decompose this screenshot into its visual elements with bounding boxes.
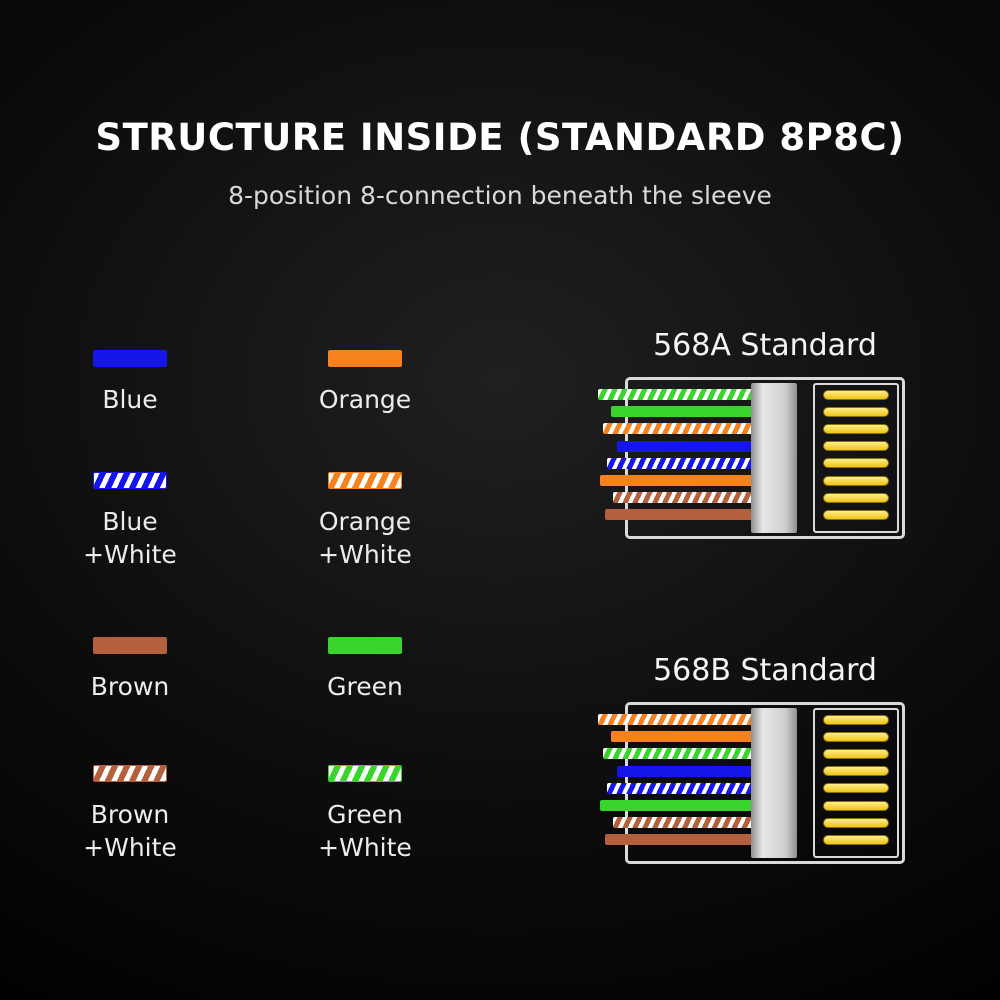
legend-swatch-brown-white bbox=[93, 765, 167, 782]
wire-brown-white bbox=[613, 817, 755, 829]
gold-pin bbox=[823, 492, 889, 503]
pin-area bbox=[813, 383, 899, 533]
legend-swatch-green-white bbox=[328, 765, 402, 782]
legend-swatch-green bbox=[328, 637, 402, 654]
legend-label: Orange+White bbox=[318, 507, 412, 569]
wire-green bbox=[611, 406, 755, 418]
gold-pin bbox=[823, 783, 889, 794]
gold-pin bbox=[823, 509, 889, 520]
gold-pin bbox=[823, 389, 889, 400]
wire-orange bbox=[600, 475, 755, 486]
wire-blue bbox=[617, 440, 755, 452]
legend-label: Blue+White bbox=[83, 507, 177, 569]
wire-blue-white bbox=[607, 457, 755, 469]
pin-area bbox=[813, 708, 899, 858]
wire-blue bbox=[617, 765, 755, 777]
legend-swatch-orange-white bbox=[328, 472, 402, 489]
gold-pin bbox=[823, 800, 889, 811]
gold-pin bbox=[823, 748, 889, 759]
legend-label: Blue bbox=[102, 385, 158, 414]
gold-pin bbox=[823, 731, 889, 742]
gold-pin bbox=[823, 458, 889, 469]
legend-item-brown: Brown bbox=[50, 637, 210, 703]
wire-brown bbox=[605, 509, 755, 521]
gold-pin bbox=[823, 475, 889, 486]
gold-pin bbox=[823, 714, 889, 725]
legend-swatch-blue bbox=[93, 350, 167, 367]
legend-item-green: Green bbox=[285, 637, 445, 703]
gold-pin bbox=[823, 423, 889, 434]
wire-blue-white bbox=[607, 782, 755, 794]
legend-item-blue: Blue bbox=[50, 350, 210, 416]
legend-swatch-blue-white bbox=[93, 472, 167, 489]
wire-brown bbox=[605, 834, 755, 846]
legend-swatch-brown bbox=[93, 637, 167, 654]
plug-stop-block bbox=[751, 383, 797, 533]
wire-orange-white bbox=[598, 714, 755, 725]
gold-pin bbox=[823, 441, 889, 452]
connector-568b: 568B Standard bbox=[595, 653, 905, 864]
gold-pin bbox=[823, 834, 889, 845]
legend-swatch-orange bbox=[328, 350, 402, 367]
legend-item-brown-white: Brown+White bbox=[50, 765, 210, 864]
wire-green bbox=[600, 800, 755, 811]
page-subtitle: 8-position 8-connection beneath the slee… bbox=[228, 181, 772, 210]
page-title: STRUCTURE INSIDE (STANDARD 8P8C) bbox=[95, 116, 905, 159]
legend-label: Green+White bbox=[318, 800, 412, 862]
legend-label: Brown+White bbox=[83, 800, 177, 862]
gold-pin bbox=[823, 406, 889, 417]
legend-item-orange: Orange bbox=[285, 350, 445, 416]
legend-item-orange-white: Orange+White bbox=[285, 472, 445, 571]
legend-item-blue-white: Blue+White bbox=[50, 472, 210, 571]
legend-label: Orange bbox=[318, 385, 412, 414]
rj45-plug-diagram bbox=[595, 377, 905, 539]
connector-title: 568A Standard bbox=[653, 328, 877, 363]
gold-pin bbox=[823, 817, 889, 828]
wire-green-white bbox=[598, 389, 755, 400]
plug-stop-block bbox=[751, 708, 797, 858]
legend-label: Brown bbox=[90, 672, 170, 701]
connector-568a: 568A Standard bbox=[595, 328, 905, 539]
wire-orange-white bbox=[603, 423, 755, 435]
wire-orange bbox=[611, 731, 755, 743]
connector-title: 568B Standard bbox=[653, 653, 877, 688]
legend-item-green-white: Green+White bbox=[285, 765, 445, 864]
legend-label: Green bbox=[327, 672, 403, 701]
rj45-plug-diagram bbox=[595, 702, 905, 864]
gold-pin bbox=[823, 766, 889, 777]
wire-brown-white bbox=[613, 492, 755, 504]
wire-green-white bbox=[603, 748, 755, 760]
